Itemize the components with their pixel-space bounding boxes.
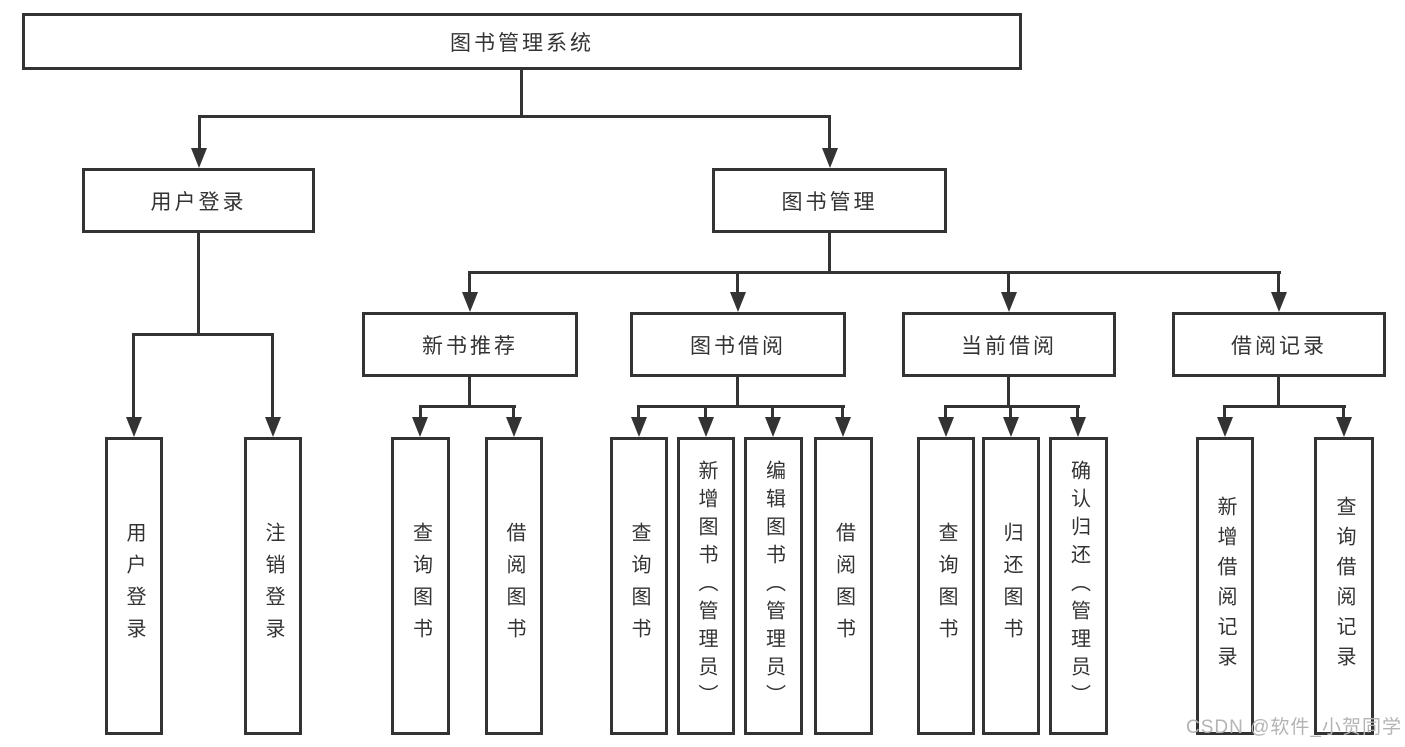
connector-line <box>271 333 274 419</box>
leaf-query-books-3: 查询图书 <box>917 437 975 735</box>
arrow-down-icon <box>1217 417 1233 437</box>
connector-line <box>637 405 640 419</box>
connector-line <box>704 405 707 419</box>
connector-line <box>198 116 201 150</box>
connector-line <box>468 377 471 408</box>
connector-line <box>771 405 774 419</box>
arrow-down-icon <box>1070 417 1086 437</box>
connector-line <box>944 405 1080 408</box>
arrow-down-icon <box>462 292 478 312</box>
leaf-label: 查询图书 <box>935 522 957 650</box>
connector-line <box>1342 405 1345 419</box>
connector-line <box>736 271 739 295</box>
csdn-watermark: CSDN @软件_小贺同学 <box>1186 717 1402 738</box>
leaf-query-books-2: 查询图书 <box>610 437 668 735</box>
connector-line <box>1007 377 1010 408</box>
arrow-down-icon <box>191 148 207 168</box>
connector-line <box>468 271 471 295</box>
arrow-down-icon <box>765 417 781 437</box>
arrow-down-icon <box>126 417 142 437</box>
arrow-down-icon <box>265 417 281 437</box>
connector-line <box>132 333 274 336</box>
node-borrowing-records: 借阅记录 <box>1172 312 1386 377</box>
leaf-borrow-books-2: 借阅图书 <box>814 437 873 735</box>
connector-line <box>520 70 523 118</box>
connector-line <box>944 405 947 419</box>
connector-line <box>1223 405 1346 408</box>
arrow-down-icon <box>631 417 647 437</box>
leaf-query-borrow-record: 查询借阅记录 <box>1314 437 1374 735</box>
leaf-label: 确认归还（管理员） <box>1067 460 1090 712</box>
leaf-user-login: 用户登录 <box>105 437 163 735</box>
leaf-label: 新增图书（管理员） <box>695 460 717 712</box>
connector-line <box>1076 405 1079 419</box>
connector-line <box>419 405 516 408</box>
node-book-management: 图书管理 <box>712 168 947 233</box>
connector-line <box>512 405 515 419</box>
arrow-down-icon <box>412 417 428 437</box>
connector-line <box>1223 405 1226 419</box>
arrow-down-icon <box>938 417 954 437</box>
leaf-confirm-return-admin: 确认归还（管理员） <box>1049 437 1108 735</box>
connector-line <box>637 405 845 408</box>
node-user-login: 用户登录 <box>82 168 315 233</box>
arrow-down-icon <box>730 292 746 312</box>
leaf-query-books-1: 查询图书 <box>391 437 450 735</box>
leaf-borrow-books-1: 借阅图书 <box>485 437 543 735</box>
arrow-down-icon <box>1271 292 1287 312</box>
arrow-down-icon <box>822 148 838 168</box>
leaf-label: 用户登录 <box>123 522 145 650</box>
leaf-add-borrow-record: 新增借阅记录 <box>1196 437 1254 735</box>
arrow-down-icon <box>1003 417 1019 437</box>
connector-line <box>841 405 844 419</box>
node-book-borrowing: 图书借阅 <box>630 312 846 377</box>
leaf-label: 编辑图书（管理员） <box>762 460 785 712</box>
node-current-borrowing: 当前借阅 <box>902 312 1116 377</box>
leaf-label: 新增借阅记录 <box>1214 496 1236 676</box>
leaf-return-books: 归还图书 <box>982 437 1040 735</box>
connector-line <box>468 271 1281 274</box>
leaf-add-books-admin: 新增图书（管理员） <box>677 437 735 735</box>
leaf-label: 查询借阅记录 <box>1333 496 1355 676</box>
leaf-label: 注销登录 <box>262 522 284 650</box>
connector-line <box>419 405 422 419</box>
leaf-label: 借阅图书 <box>832 522 855 650</box>
leaf-label: 查询图书 <box>409 522 432 650</box>
leaf-label: 查询图书 <box>628 522 650 650</box>
node-root: 图书管理系统 <box>22 13 1022 70</box>
connector-line <box>1007 271 1010 295</box>
arrow-down-icon <box>1001 292 1017 312</box>
connector-line <box>197 233 200 336</box>
connector-line <box>736 377 739 408</box>
arrow-down-icon <box>698 417 714 437</box>
connector-line <box>1277 377 1280 408</box>
arrow-down-icon <box>506 417 522 437</box>
leaf-edit-books-admin: 编辑图书（管理员） <box>744 437 803 735</box>
connector-line <box>828 116 831 150</box>
arrow-down-icon <box>1336 417 1352 437</box>
connector-line <box>828 233 831 274</box>
leaf-logout-login: 注销登录 <box>244 437 302 735</box>
connector-line <box>198 115 831 118</box>
arrow-down-icon <box>835 417 851 437</box>
leaf-label: 借阅图书 <box>503 522 525 650</box>
connector-line <box>1277 271 1280 295</box>
connector-line <box>1009 405 1012 419</box>
leaf-label: 归还图书 <box>1000 522 1022 650</box>
connector-line <box>132 333 135 419</box>
node-new-book-recommend: 新书推荐 <box>362 312 578 377</box>
